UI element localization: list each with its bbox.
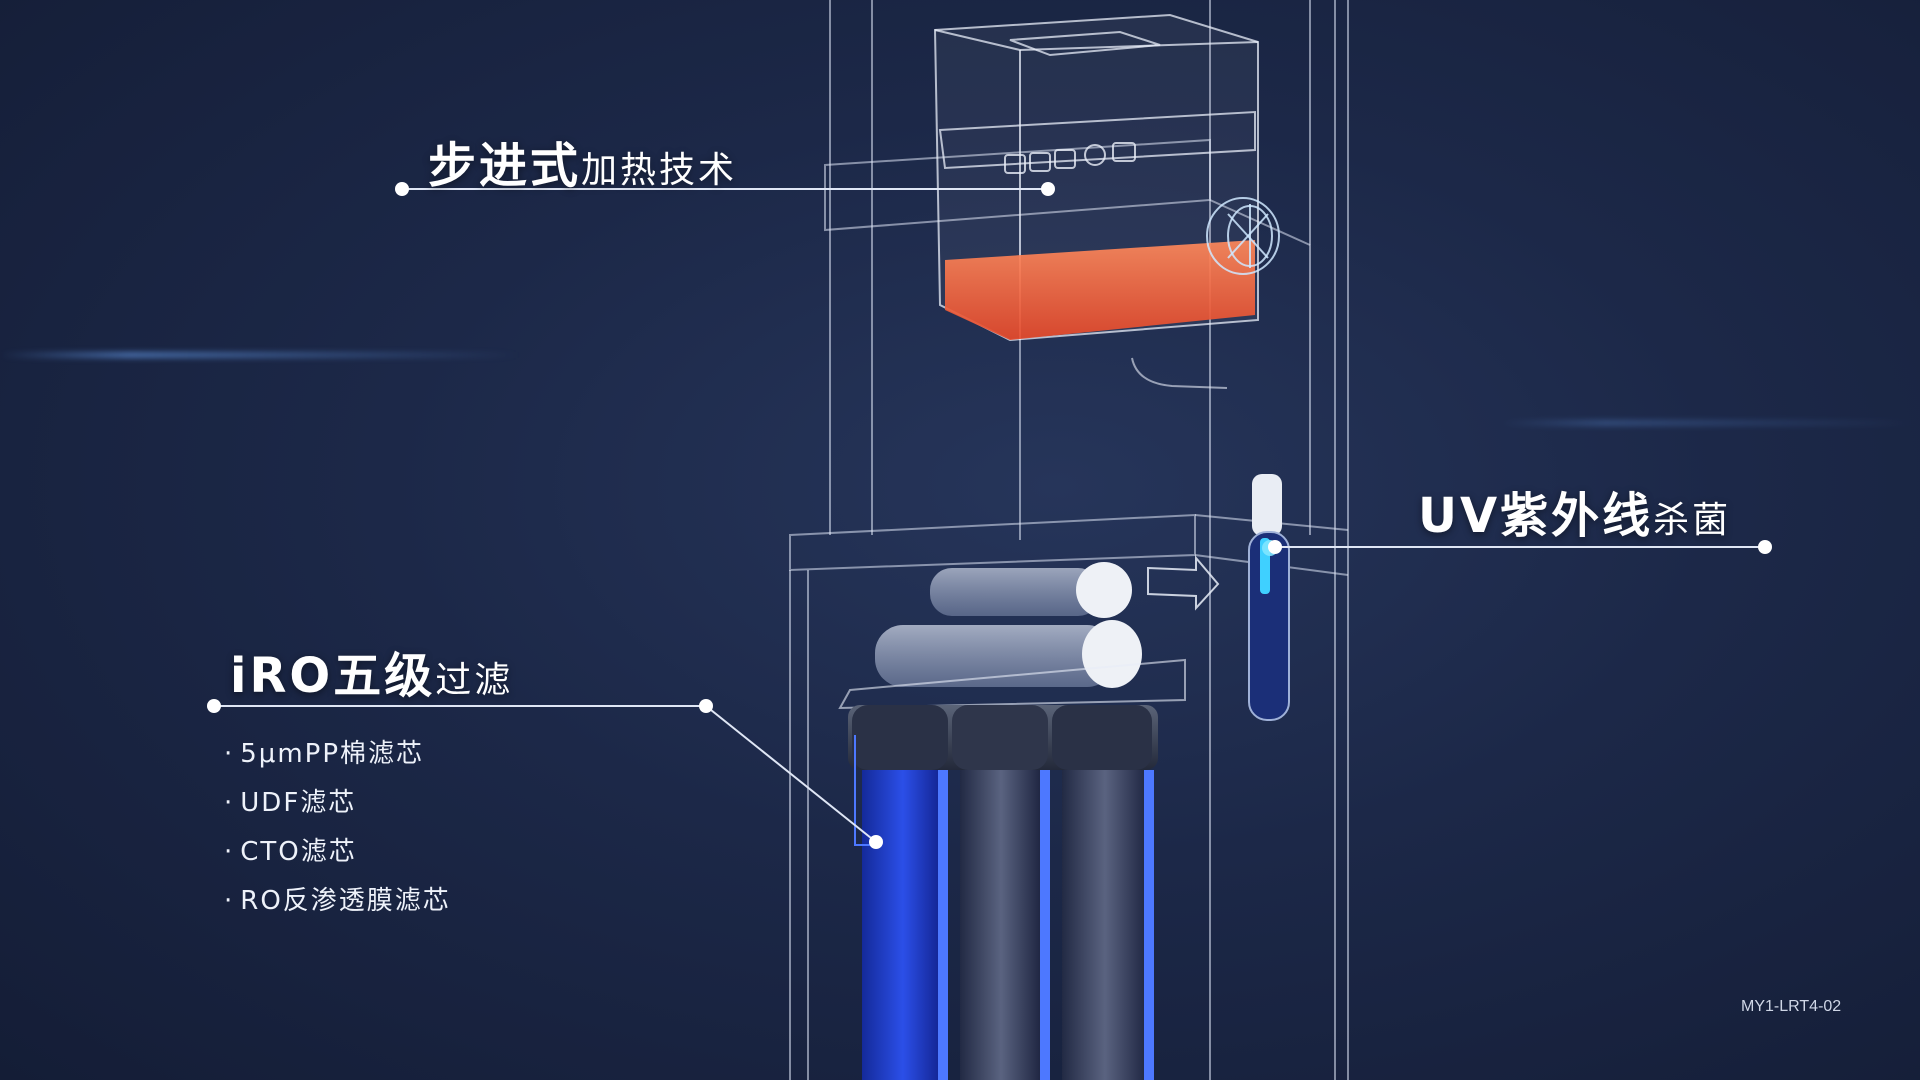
uv-lamp: [1248, 474, 1290, 721]
filtration-callout: iRO五级过滤: [230, 636, 513, 706]
lens-flare: [1500, 420, 1920, 426]
filter-caps: [848, 705, 1158, 770]
callout-title: 步进式加热技术: [428, 126, 737, 196]
list-item: ·UDF滤芯: [224, 779, 451, 828]
heating-technology-callout: 步进式加热技术: [428, 126, 737, 196]
uv-sterilization-callout: UV紫外线杀菌: [1418, 476, 1731, 546]
filter-bracket: [854, 735, 875, 846]
bullet-marker: ·: [224, 886, 235, 916]
heater-element: [945, 240, 1255, 340]
bullet-marker: ·: [224, 837, 235, 867]
callout-title-strong: iRO五级: [230, 648, 436, 704]
filter-stage-label: CTO滤芯: [240, 837, 357, 867]
lens-flare: [0, 352, 520, 358]
filter-stage-label: RO反渗透膜滤芯: [240, 886, 451, 916]
heater-fan: [1206, 197, 1280, 275]
callout-title: iRO五级过滤: [230, 636, 513, 706]
list-item: ·CTO滤芯: [224, 828, 451, 877]
model-code: MY1-LRT4-02: [1741, 998, 1842, 1015]
list-item: ·5μmPP棉滤芯: [224, 730, 451, 779]
outlet-pipe: [1131, 357, 1228, 389]
callout-title-strong: UV紫外线: [1418, 488, 1654, 544]
list-item: ·RO反渗透膜滤芯: [224, 877, 451, 926]
filter-stage-label: 5μmPP棉滤芯: [240, 739, 425, 769]
bullet-marker: ·: [224, 788, 235, 818]
callout-title-light: 过滤: [435, 660, 514, 701]
flow-arrow-icon: [1147, 555, 1220, 611]
callout-title: UV紫外线杀菌: [1418, 476, 1731, 546]
filter-cartridges: [862, 770, 1154, 1080]
filter-stage-label: UDF滤芯: [240, 788, 357, 818]
callout-title-light: 杀菌: [1653, 500, 1732, 541]
filter-stage-list: ·5μmPP棉滤芯 ·UDF滤芯 ·CTO滤芯 ·RO反渗透膜滤芯: [224, 730, 451, 926]
bullet-marker: ·: [224, 739, 235, 769]
callout-dots: [207, 182, 1772, 849]
callout-title-strong: 步进式: [428, 138, 582, 194]
control-buttons: [1004, 142, 1136, 174]
callout-title-light: 加热技术: [581, 150, 738, 191]
ro-membrane-cartridges: [838, 562, 1186, 710]
